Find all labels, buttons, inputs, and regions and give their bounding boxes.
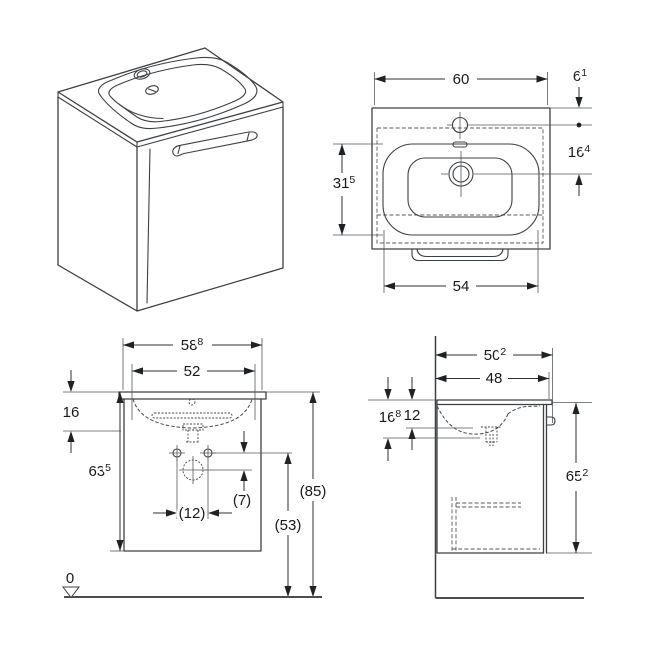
drain-flange-hidden: [182, 423, 204, 431]
dim-front-cabinet-height: 635: [88, 462, 111, 480]
front-apron-inner: [416, 248, 504, 258]
arrowhead: [338, 224, 346, 235]
perspective-view: [57, 47, 284, 312]
dim-top-overall-width: 60: [453, 71, 470, 88]
cabinet-side-body: [436, 403, 548, 554]
drain-hole: [145, 85, 159, 95]
dim-front-hole-offset: (7): [233, 492, 251, 509]
arrowhead: [408, 389, 416, 400]
arrowhead: [527, 282, 538, 290]
basin-bottom-line: [118, 103, 164, 120]
drain-tailpiece-hidden: [186, 430, 200, 443]
dim-side-overall-height: 652: [566, 467, 589, 485]
dim-top-tap-to-drain: 164: [568, 143, 591, 161]
bowl-hidden-side: [436, 405, 541, 435]
tap-hole-inner: [136, 70, 148, 78]
arrowhead: [116, 540, 124, 551]
dimension-dot: [576, 122, 582, 128]
arrowhead: [309, 586, 317, 597]
top-view: 60 61 164 315 54: [330, 64, 594, 298]
arrowhead: [132, 367, 143, 375]
arrowhead: [541, 351, 553, 359]
arrowhead: [208, 509, 219, 517]
bowl-hidden-curve: [132, 398, 253, 429]
arrowhead: [123, 341, 134, 349]
door-handle-side: [545, 416, 556, 426]
deck-edge-thickness: [57, 91, 284, 148]
washbasin-outline: [371, 107, 551, 250]
siphon-crosshair: [179, 456, 207, 484]
arrowhead: [575, 97, 583, 108]
drain-trap-hidden: [481, 426, 502, 446]
dim-top-tap-setback: 61: [573, 67, 587, 85]
dim-front-clearance-height: (53): [275, 517, 302, 534]
dim-top-basin-depth: 315: [333, 174, 356, 192]
arrowhead: [67, 431, 75, 442]
arrowhead: [538, 374, 549, 383]
arrowhead: [374, 75, 386, 83]
arrowhead: [166, 509, 177, 517]
arrowhead: [408, 428, 416, 439]
arrowhead: [572, 403, 580, 414]
arrowhead: [309, 392, 317, 403]
door-handle: [172, 131, 258, 157]
arrowhead: [384, 438, 392, 449]
drain-slot: [147, 88, 157, 93]
washbasin-slab: [118, 391, 267, 400]
arrowhead: [116, 392, 124, 403]
drain-outer: [145, 85, 159, 95]
dim-front-inner-width: 52: [184, 363, 201, 380]
interior-shelf-hidden: [451, 497, 540, 551]
dim-top-basin-width: 54: [453, 278, 470, 295]
arrowhead: [435, 374, 447, 383]
hole-crosshair: [169, 445, 185, 461]
arrowhead: [67, 381, 75, 392]
arrowhead: [284, 586, 292, 597]
arrowhead: [244, 367, 255, 375]
arrowhead: [338, 144, 346, 155]
basin-bowl-inner: [108, 63, 247, 123]
overflow-slot: [452, 141, 468, 148]
cabinet-edges: [57, 96, 284, 312]
front-apron: [411, 248, 509, 262]
arrowhead: [240, 470, 248, 481]
arrowhead: [240, 442, 248, 453]
arrowhead: [572, 542, 580, 553]
arrowhead: [384, 389, 392, 400]
basin-bowl-plan: [407, 157, 513, 218]
handle-rod: [172, 131, 258, 157]
tap-hole-outer: [133, 68, 151, 80]
arrowhead: [384, 282, 395, 290]
dim-front-rim-height: (85): [300, 483, 327, 500]
tap-hole-hidden: [188, 398, 196, 406]
mounting-hole-left: [169, 445, 185, 461]
dim-front-hole-spacing: (12): [179, 505, 206, 522]
dim-side-drain-depth: 12: [404, 407, 421, 424]
datum-triangle-icon: [61, 586, 81, 599]
dim-front-basin-height: 16: [63, 404, 80, 421]
arrowhead: [251, 341, 262, 349]
siphon-outlet: [179, 456, 207, 484]
door-gap-line: [146, 148, 151, 304]
cabinet-front: [123, 398, 262, 552]
tap-hole: [133, 68, 151, 80]
floor-datum-label: 0: [66, 570, 74, 587]
dim-front-washbasin-width: 588: [181, 336, 204, 354]
front-view: 588 52 16 635 (12): [60, 333, 329, 599]
handle-stems: [177, 132, 250, 155]
dim-side-overall-depth: 502: [484, 346, 507, 364]
arrowhead: [284, 453, 292, 464]
overflow-hidden: [151, 412, 233, 419]
washbasin-slab-side: [436, 399, 553, 406]
dim-side-trap-depth: 168: [379, 408, 402, 426]
side-view: 502 48 168 12 652: [368, 336, 592, 599]
dim-side-cabinet-depth: 48: [486, 370, 503, 387]
arrowhead: [435, 351, 447, 359]
basin-rim-plan: [382, 143, 540, 236]
arrowhead: [536, 75, 548, 83]
arrowhead: [575, 174, 583, 185]
